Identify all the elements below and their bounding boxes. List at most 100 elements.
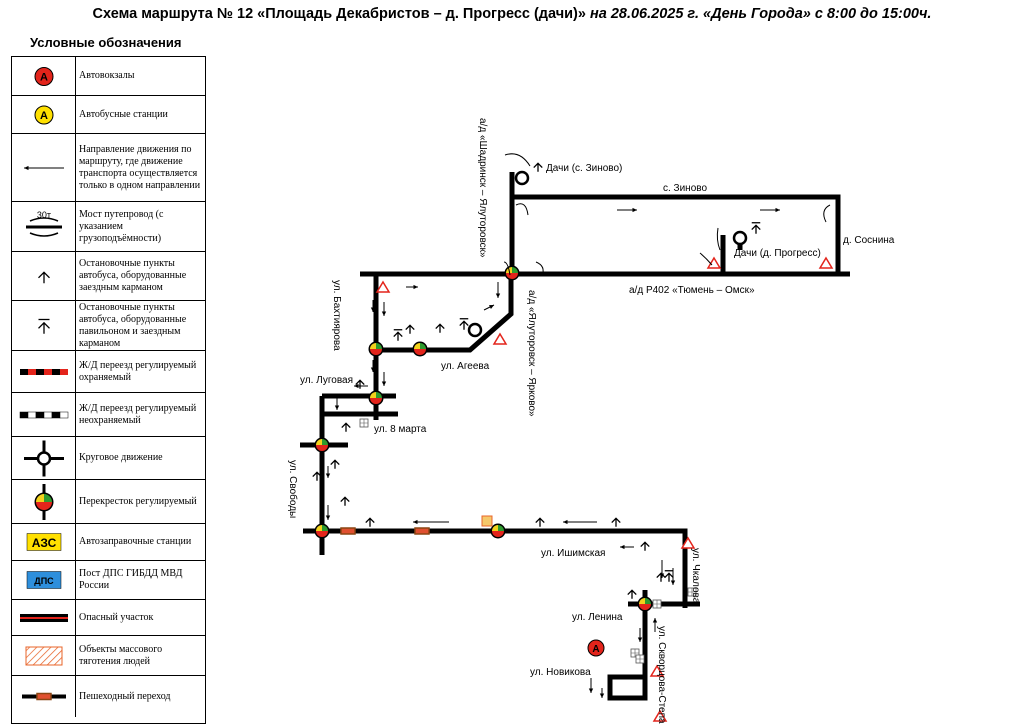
map-label-dachi_zinovo: Дачи (с. Зиново) (546, 163, 622, 174)
direction-arrow-icon (413, 519, 449, 525)
map-label-sosnina: д. Соснина (843, 235, 895, 246)
direction-arrow-icon (652, 618, 658, 632)
roundabout-icon (12, 437, 76, 479)
route-marks: А (312, 153, 834, 722)
legend-item-label: Перекресток регулируемый (79, 495, 197, 507)
bus-stop-icon (312, 471, 322, 481)
legend-item: Опасный участок (12, 600, 205, 636)
bridge-icon: 30т (12, 202, 76, 251)
crowd-area-icon (12, 636, 76, 675)
legend-item-label: Направление движения по маршруту, где дв… (79, 143, 201, 191)
pedestrian-crossing-icon (340, 527, 356, 535)
direction-arrow-icon (325, 466, 331, 478)
legend-item-label: Автовокзалы (79, 70, 135, 81)
bus-stop-icon (627, 589, 637, 599)
map-label-chkalova: ул. Чкалова (690, 548, 701, 604)
bus-stop-icon (355, 379, 365, 389)
building-icon (359, 418, 369, 428)
gas-station-icon: АЗС (12, 524, 76, 560)
u-turn-arrow-icon (823, 204, 831, 223)
danger-warning-icon (652, 709, 668, 722)
direction-arrow-icon (617, 207, 637, 213)
danger-warning-icon (680, 536, 696, 549)
legend-item-label: Объекты массового тяготения людей (79, 643, 163, 667)
pedestrian-crossing-icon (414, 527, 430, 535)
legend-item-label: Ж/Д переезд регулируемый неохраняемый (79, 402, 197, 426)
u-turn-arrow-icon (535, 261, 544, 277)
legend-item: А Автобусные станции (12, 96, 205, 134)
direction-arrow-icon (495, 282, 501, 298)
direction-arrow-icon (370, 360, 376, 372)
bus-stop-icon (640, 541, 650, 551)
legend-item-label: Круговое движение (79, 452, 163, 463)
map-label-lenina: ул. Ленина (572, 612, 623, 623)
traffic-light-icon (490, 523, 506, 539)
bus-stop-icon (330, 459, 340, 469)
guarded-crossing-icon (12, 351, 76, 392)
legend-item-label: Мост путепровод (с указанием грузоподъём… (79, 208, 164, 244)
legend-item-label: Опасный участок (79, 611, 154, 623)
title-main: Схема маршрута № 12 «Площадь Декабристов… (92, 6, 586, 22)
traffic-light-icon (637, 596, 653, 612)
bus-stop-icon (459, 318, 469, 330)
traffic-light-icon (12, 480, 76, 523)
bus-stop-pocket-icon (12, 252, 76, 300)
legend-item: Объекты массового тяготения людей (12, 636, 205, 676)
u-turn-arrow-icon (503, 261, 511, 276)
legend-item-label: Остановочные пункты автобуса, оборудован… (79, 258, 187, 293)
title-date: на 28.06.2025 г. «День Города» с 8:00 до… (585, 6, 932, 22)
map-label-lugovaya: ул. Луговая (300, 375, 353, 386)
direction-arrow-icon (334, 396, 340, 410)
direction-arrow-icon (381, 372, 387, 386)
danger-warning-icon (649, 664, 665, 677)
building-icon (652, 599, 662, 609)
bus-stop-icon (365, 517, 375, 527)
legend-item: Остановочные пункты автобуса, оборудован… (12, 252, 205, 301)
traffic-light-icon (412, 341, 428, 357)
building-icon (687, 587, 697, 597)
map-label-dachi_progress: Дачи (д. Прогресс) (734, 248, 821, 259)
direction-arrow-icon (381, 302, 387, 316)
road-ageeva (376, 274, 514, 353)
svg-text:А: А (40, 110, 48, 122)
bus-stop-icon (533, 162, 543, 172)
bus-terminal-icon: А (587, 639, 605, 657)
pedestrian-crossing-icon (12, 676, 76, 717)
traffic-light-icon (368, 390, 384, 406)
u-turn-arrow-icon (699, 252, 713, 266)
direction-arrow-icon (563, 519, 597, 525)
danger-warning-icon (706, 256, 722, 269)
direction-arrow-icon (670, 568, 676, 585)
police-post-icon: ДПС (12, 561, 76, 599)
roundabout-icon (732, 230, 748, 246)
direction-arrow-icon (325, 505, 331, 520)
u-turn-arrow-icon (515, 203, 529, 216)
bus-station-icon: А (12, 96, 76, 133)
bus-stop-icon (405, 324, 415, 334)
danger-warning-icon (492, 332, 508, 345)
legend-item: Ж/Д переезд регулируемый неохраняемый (12, 393, 205, 437)
bus-stop-icon (611, 517, 621, 527)
direction-arrow-icon (406, 284, 418, 290)
page-title: Схема маршрута № 12 «Площадь Декабристов… (0, 6, 1024, 22)
svg-text:АЗС: АЗС (32, 536, 57, 550)
map-label-ageeva: ул. Агеева (441, 361, 490, 372)
legend-item: А Автовокзалы (12, 57, 205, 96)
map-label-skvortsova: ул. Скворцова-Степанова (656, 626, 667, 724)
direction-arrow-icon (588, 678, 594, 693)
legend-item-label: Автобусные станции (79, 108, 168, 120)
roundabout-icon (467, 322, 483, 338)
svg-text:А: А (40, 72, 48, 84)
terminal-letter: А (592, 644, 599, 655)
bus-stop-icon (435, 323, 445, 333)
bus-stop-icon (664, 570, 674, 582)
one-way-arrow-icon (12, 134, 76, 201)
traffic-light-icon (314, 437, 330, 453)
bus-terminal-icon: А (12, 57, 76, 95)
direction-arrow-icon (620, 544, 634, 550)
bus-stop-icon (751, 222, 761, 234)
legend-item: Направление движения по маршруту, где дв… (12, 134, 205, 202)
direction-arrow-icon (659, 560, 665, 578)
